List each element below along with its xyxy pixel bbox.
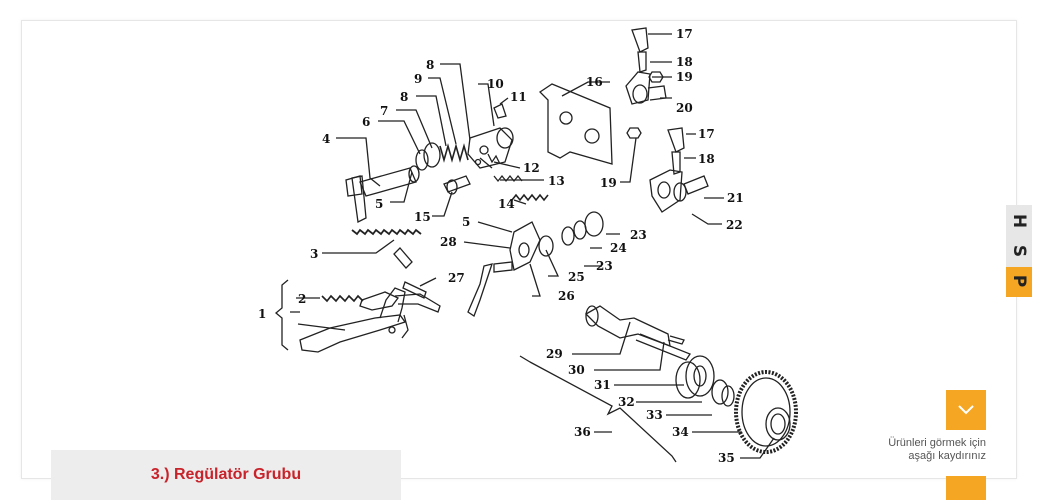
part-label: 36: [574, 425, 591, 439]
part-label: 7: [380, 104, 388, 118]
part-label: 23: [630, 228, 647, 242]
part-label: 13: [548, 174, 565, 188]
part-label: 6: [362, 115, 370, 129]
part-label: 31: [594, 378, 611, 392]
part-label: 14: [498, 197, 515, 211]
part-label: 23: [596, 259, 613, 273]
part-label: 21: [727, 191, 744, 205]
part-label: 28: [440, 235, 457, 249]
part-label: 29: [546, 347, 563, 361]
part-label: 33: [646, 408, 663, 422]
part-label: 8: [426, 58, 434, 72]
logo-letter: S: [1009, 244, 1029, 258]
part-label: 17: [676, 27, 693, 41]
part-label: 18: [676, 55, 693, 69]
part-label: 30: [568, 363, 585, 377]
part-label: 34: [672, 425, 689, 439]
chevron-down-icon: [958, 405, 974, 415]
logo-letter: P: [1009, 274, 1029, 288]
section-title: 3.) Regülatör Grubu: [150, 466, 302, 483]
part-label: 18: [698, 152, 715, 166]
part-label: 4: [322, 132, 330, 146]
part-label: 10: [487, 77, 504, 91]
part-label: 11: [510, 90, 527, 104]
hsp-logo[interactable]: H S P: [1006, 205, 1032, 297]
logo-accent: [1006, 267, 1032, 297]
part-label: 24: [610, 241, 627, 255]
part-label: 2: [298, 292, 306, 306]
part-label: 8: [400, 90, 408, 104]
scroll-down-button[interactable]: [946, 390, 986, 430]
scroll-hint-line: Ürünleri görmek için: [888, 437, 986, 449]
part-label: 17: [698, 127, 715, 141]
bottom-tab-button[interactable]: [946, 476, 986, 500]
scroll-hint: Ürünleri görmek için aşağı kaydırınız: [848, 437, 986, 463]
part-label: 32: [618, 395, 635, 409]
part-label: 15: [414, 210, 431, 224]
part-label: 19: [600, 176, 617, 190]
part-label: 22: [726, 218, 743, 232]
part-label: 3: [310, 247, 318, 261]
part-label: 20: [676, 101, 693, 115]
part-label: 35: [718, 451, 735, 465]
part-number-labels: 1 2 3 4 5 5 6 7 8 8 9 10 11 12 13 14 15 …: [258, 27, 744, 465]
part-label: 26: [558, 289, 575, 303]
scroll-hint-line: aşağı kaydırınız: [908, 450, 986, 462]
logo-letter: H: [1009, 213, 1029, 229]
part-label: 12: [523, 161, 540, 175]
part-label: 27: [448, 271, 465, 285]
part-label: 16: [586, 75, 603, 89]
part-label: 1: [258, 307, 266, 321]
part-label: 19: [676, 70, 693, 84]
part-label: 9: [414, 72, 422, 86]
section-caption: 3.) Regülatör Grubu: [51, 450, 401, 500]
diagram-drawing: [274, 27, 798, 463]
part-label: 5: [375, 197, 383, 211]
part-label: 5: [462, 215, 470, 229]
part-label: 25: [568, 270, 585, 284]
